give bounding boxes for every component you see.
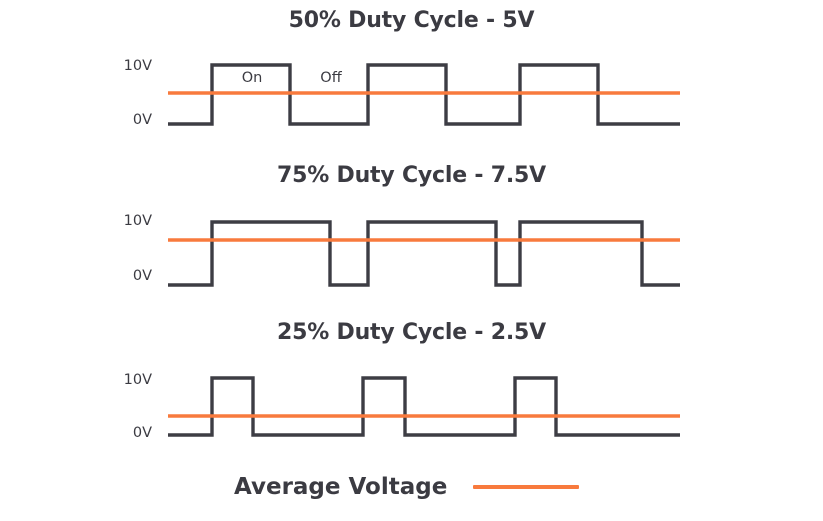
pwm-signal-path-75	[168, 220, 680, 287]
y-axis-label-high-25: 10V	[123, 372, 152, 388]
legend-label: Average Voltage	[234, 474, 448, 500]
waveform-svg-25	[168, 376, 680, 437]
y-axis-label-low-75: 0V	[132, 268, 152, 284]
y-axis-label-low-25: 0V	[132, 425, 152, 441]
chart-block-50: 50% Duty Cycle - 5V 10V 0V On Off	[0, 0, 823, 150]
pwm-signal-path-50	[168, 63, 680, 126]
waveform-svg-50	[168, 63, 680, 126]
chart-title-25: 25% Duty Cycle - 2.5V	[277, 320, 546, 345]
chart-title-75: 75% Duty Cycle - 7.5V	[277, 163, 546, 188]
waveform-svg-75	[168, 220, 680, 287]
chart-block-25: 25% Duty Cycle - 2.5V 10V 0V	[0, 310, 823, 460]
pwm-signal-path-25	[168, 376, 680, 437]
y-axis-label-low-50: 0V	[132, 112, 152, 128]
annotation-off-50: Off	[320, 70, 342, 86]
legend: Average Voltage	[234, 474, 580, 500]
chart-block-75: 75% Duty Cycle - 7.5V 10V 0V	[0, 155, 823, 305]
y-axis-label-high-50: 10V	[123, 58, 152, 74]
chart-title-50: 50% Duty Cycle - 5V	[288, 8, 535, 33]
legend-line-swatch	[473, 485, 580, 489]
y-axis-label-high-75: 10V	[123, 213, 152, 229]
annotation-on-50: On	[241, 70, 263, 86]
